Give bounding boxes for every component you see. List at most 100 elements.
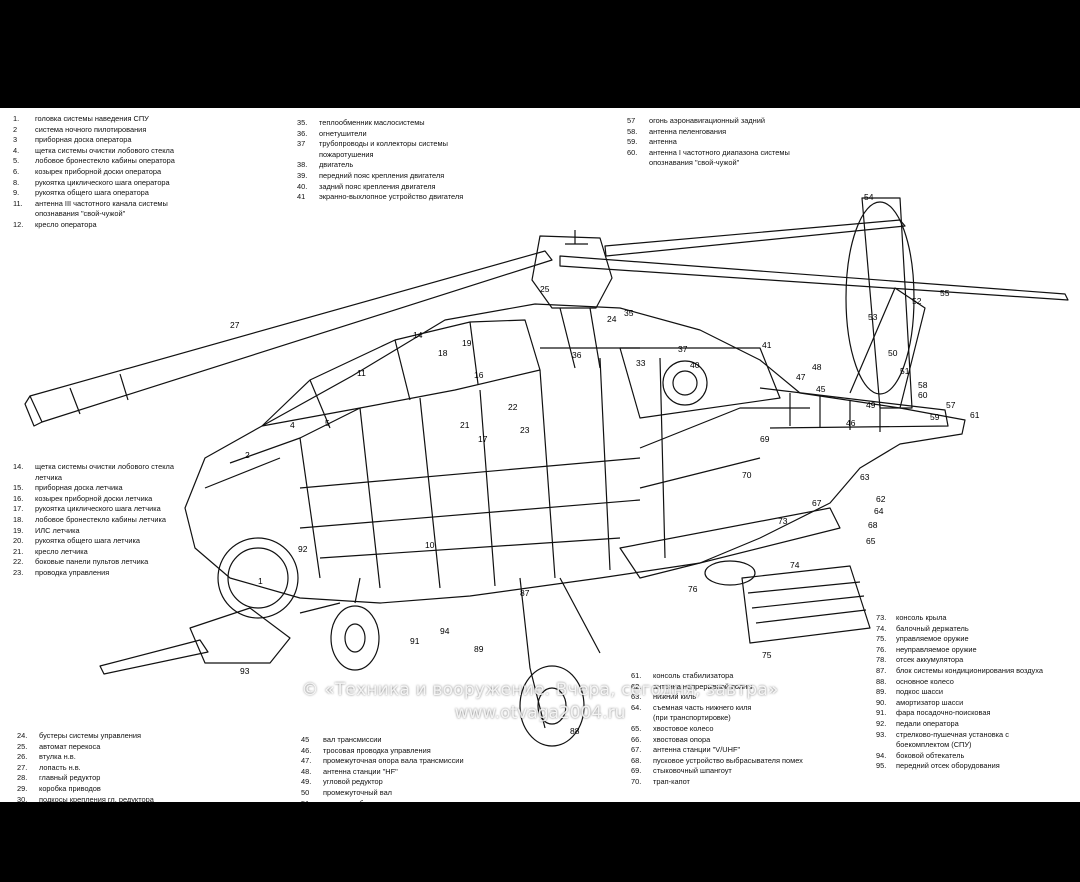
callout-number: 19 <box>462 338 472 348</box>
callout-number: 54 <box>864 192 874 202</box>
legend-item-number: 25. <box>17 741 28 751</box>
legend-item-number: 41 <box>297 192 306 202</box>
legend-item-label: бустеры системы управления <box>39 731 141 740</box>
callout-number: 18 <box>438 348 448 358</box>
nose-cannon <box>99 639 209 675</box>
callout-number: 17 <box>478 434 488 444</box>
legend-item-label: антенна I частотного диапазона системы о… <box>649 147 790 168</box>
legend-item-label: тросовая проводка управления <box>323 745 431 755</box>
callout-number: 76 <box>688 584 698 594</box>
legend-item: 6.козырек приборной доски оператора <box>13 167 213 178</box>
legend-item-label: рукоятка циклического шага летчика <box>35 504 161 514</box>
callout-number: 50 <box>888 348 898 358</box>
legend-item-number: 74. <box>876 623 887 633</box>
legend-item-label: педали оператора <box>896 718 959 728</box>
callout-number: 93 <box>240 666 250 676</box>
legend-item: 19.ИЛС летчика <box>13 526 203 537</box>
legend-item-number: 51 <box>301 799 309 802</box>
callout-number: 55 <box>940 288 950 298</box>
legend-item-number: 49. <box>301 777 312 787</box>
legend-item-number: 22. <box>13 557 24 567</box>
legend-item-number: 58. <box>627 126 638 136</box>
legend-item-number: 47. <box>301 756 312 766</box>
legend-mid-left: 14.щетка системы очистки лобового стекла… <box>13 462 203 579</box>
legend-item: 22.боковые панели пультов летчика <box>13 557 203 568</box>
callout-number: 58 <box>918 380 928 390</box>
legend-item-number: 59. <box>627 137 638 147</box>
legend-item-number: 23. <box>13 567 24 577</box>
callout-number: 10 <box>425 540 435 550</box>
legend-item: 89.подкос шасси <box>876 687 1076 698</box>
legend-item: 51кессон стабилизатора <box>301 799 501 802</box>
tail-boom <box>759 387 949 429</box>
legend-item-label: приборная доска оператора <box>35 135 132 145</box>
legend-item-label: лобовое бронестекло кабины летчика <box>35 514 166 524</box>
callout-number: 37 <box>678 344 688 354</box>
callout-number: 68 <box>868 520 878 530</box>
fuselage <box>184 303 966 604</box>
legend-item-number: 46. <box>301 745 312 755</box>
engine-nacelle <box>619 347 781 419</box>
legend-item-number: 9. <box>13 188 20 198</box>
legend-item: 16.козырек приборной доски летчика <box>13 494 203 505</box>
legend-item-number: 62. <box>631 681 642 691</box>
callout-number: 67 <box>812 498 822 508</box>
legend-item-label: амортизатор шасси <box>896 697 964 707</box>
legend-item-number: 27. <box>17 762 28 772</box>
legend-item-label: система ночного пилотирования <box>35 124 147 134</box>
guided-missile-pod <box>741 565 871 644</box>
legend-item: 20.рукоятка общего шага летчика <box>13 536 203 547</box>
callout-number: 46 <box>846 418 856 428</box>
legend-item-label: кресло оператора <box>35 219 97 229</box>
legend-item-label: блок системы кондиционирования воздуха <box>896 665 1043 675</box>
legend-item-number: 68. <box>631 755 642 765</box>
legend-item-label: задний пояс крепления двигателя <box>319 181 436 191</box>
legend-item: 12. кресло оператора <box>13 220 213 231</box>
legend-item-number: 76. <box>876 644 887 654</box>
legend-item-label: проводка управления <box>35 567 110 577</box>
legend-item-label: лобовое бронестекло кабины оператора <box>35 156 175 166</box>
legend-item-number: 24. <box>17 731 28 740</box>
legend-item: 18.лобовое бронестекло кабины летчика <box>13 515 203 526</box>
callout-number: 1 <box>258 576 263 586</box>
callout-number: 16 <box>474 370 484 380</box>
rotor-hub <box>531 235 613 309</box>
legend-item-label: угловой редуктор <box>323 777 383 787</box>
legend-item: 95.передний отсек оборудования <box>876 761 1076 772</box>
legend-item: 62.антенна непрерывной волны <box>631 682 831 693</box>
legend-item-number: 61. <box>631 671 642 680</box>
legend-item: 5.лобовое бронестекло кабины оператора <box>13 156 213 167</box>
legend-item: 30.подкосы крепления гл. редуктора <box>17 795 217 802</box>
legend-item-number: 87. <box>876 665 887 675</box>
legend-item-number: 15. <box>13 483 24 493</box>
legend-item-number: 12. <box>13 219 24 229</box>
callout-number: 48 <box>812 362 822 372</box>
legend-item: 38.двигатель <box>297 160 497 171</box>
legend-item: 28.главный редуктор <box>17 773 217 784</box>
legend-item-label: отсек аккумулятора <box>896 655 964 665</box>
callout-number: 74 <box>790 560 800 570</box>
legend-item-number: 91. <box>876 708 887 718</box>
legend-item-number: 93. <box>876 729 887 739</box>
legend-item-label: неуправляемое оружие <box>896 644 977 654</box>
legend-item-number: 89. <box>876 687 887 697</box>
legend-item: 36.огнетушители <box>297 129 497 140</box>
legend-item-number: 8. <box>13 177 20 187</box>
nose-wheel <box>330 605 380 671</box>
legend-item: 63.нижний киль <box>631 692 831 703</box>
legend-item: 76. неуправляемое оружие <box>876 645 1076 656</box>
legend-item: 1.головка системы наведения СПУ <box>13 114 213 125</box>
rear-rotor-blade <box>604 219 906 257</box>
legend-item-label: коробка приводов <box>39 783 101 793</box>
callout-number: 52 <box>912 296 922 306</box>
callout-number: 47 <box>796 372 806 382</box>
callout-number: 27 <box>230 320 240 330</box>
legend-item-number: 14. <box>13 462 24 471</box>
legend-item: 40.задний пояс крепления двигателя <box>297 182 497 193</box>
legend-item: 15.приборная доска летчика <box>13 483 203 494</box>
